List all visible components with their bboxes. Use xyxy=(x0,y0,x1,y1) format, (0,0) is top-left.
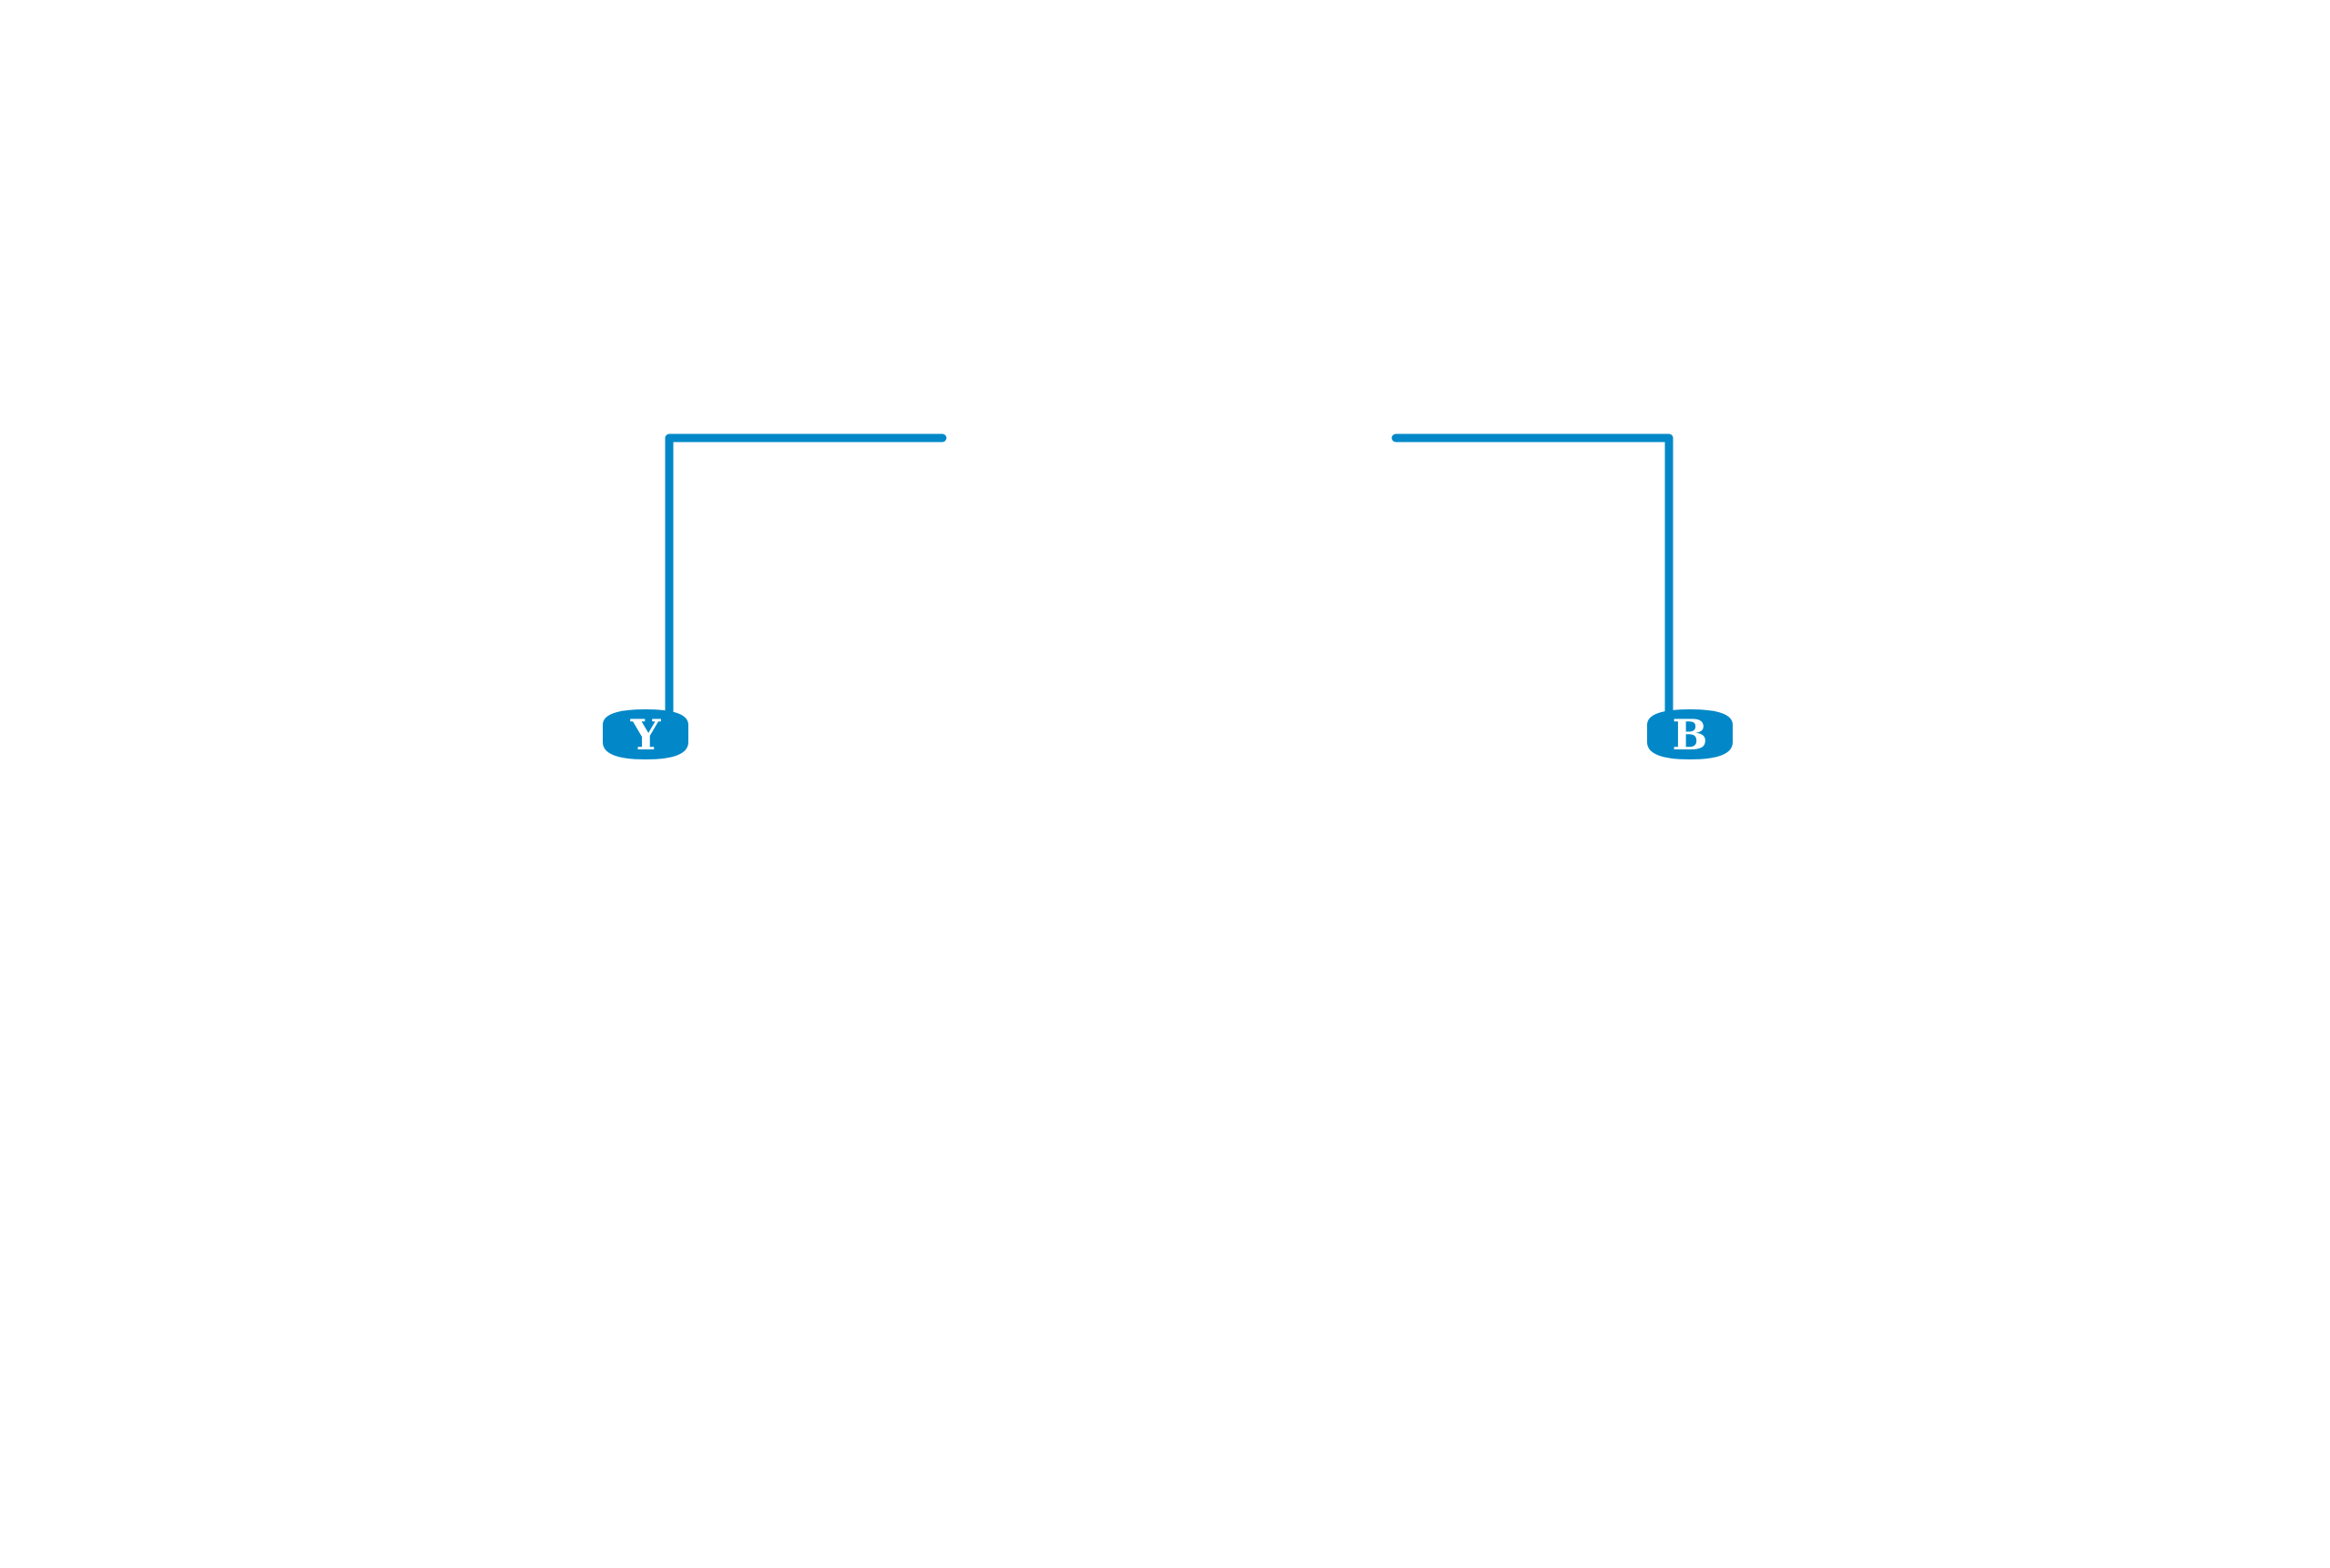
node-y-shape xyxy=(603,709,688,759)
left-connector-line xyxy=(665,433,947,719)
node-b-label: B xyxy=(1673,710,1708,759)
node-y-label: Y xyxy=(630,710,662,759)
node-b-shape xyxy=(1647,709,1733,759)
right-connector-line xyxy=(1391,433,1674,719)
node-y: Y xyxy=(603,709,688,759)
node-b: B xyxy=(1647,709,1733,759)
